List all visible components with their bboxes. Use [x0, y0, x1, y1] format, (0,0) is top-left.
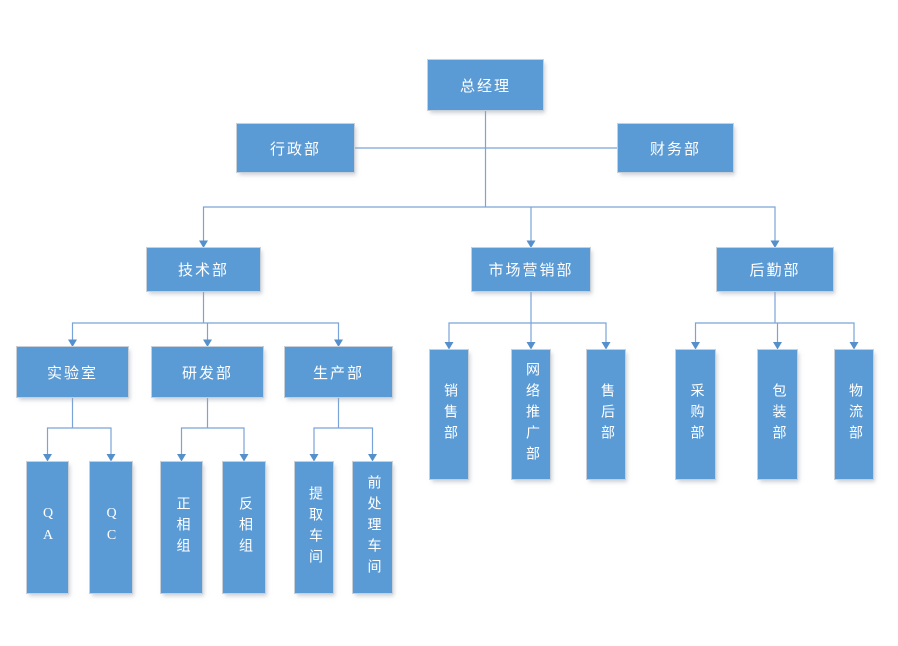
node-laboratory: 实验室: [17, 347, 128, 397]
node-rnd-dept: 研发部: [152, 347, 263, 397]
node-finance-dept: 财务部: [618, 124, 733, 172]
node-extraction-workshop-label: 提取车间: [307, 485, 322, 570]
connector-rnd-children: [180, 397, 245, 454]
node-after-sales-dept: 售后部: [587, 350, 625, 479]
node-after-sales-dept-label: 售后部: [599, 383, 614, 446]
node-marketing-dept: 市场营销部: [472, 248, 590, 291]
node-sales-dept-label: 销售部: [442, 383, 457, 446]
node-production-dept: 生产部: [285, 347, 392, 397]
node-extraction-workshop: 提取车间: [295, 462, 333, 593]
node-qc: QC: [90, 462, 132, 593]
node-pretreatment-workshop-label: 前处理车间: [365, 475, 381, 580]
node-online-promotion-dept: 网络推广部: [512, 350, 550, 479]
connector-arrowheads: [43, 240, 859, 462]
node-logistics-dept-label: 物流部: [847, 383, 862, 446]
connector-level3: [202, 206, 776, 241]
node-logistics-dept: 物流部: [835, 350, 873, 479]
connector-lab-children: [46, 397, 112, 454]
node-logistics-support-dept: 后勤部: [717, 248, 833, 291]
node-admin-dept: 行政部: [237, 124, 354, 172]
node-sales-dept: 销售部: [430, 350, 468, 479]
node-general-manager: 总经理: [428, 60, 543, 110]
node-qa-label: QA: [40, 505, 56, 550]
node-normal-phase-group: 正相组: [161, 462, 202, 593]
node-purchasing-dept-label: 采购部: [688, 383, 704, 446]
connector-production-children: [313, 397, 374, 454]
node-tech-dept: 技术部: [147, 248, 260, 291]
connector-logistics-children: [694, 291, 855, 343]
node-qc-label: QC: [104, 505, 119, 550]
node-online-promotion-dept-label: 网络推广部: [524, 362, 539, 467]
node-normal-phase-group-label: 正相组: [174, 496, 190, 559]
node-reverse-phase-group: 反相组: [223, 462, 265, 593]
node-packaging-dept-label: 包装部: [770, 383, 786, 446]
node-packaging-dept: 包装部: [758, 350, 797, 479]
connector-trunk-top: [354, 110, 618, 207]
node-purchasing-dept: 采购部: [676, 350, 715, 479]
connector-tech-children: [71, 291, 340, 340]
node-reverse-phase-group-label: 反相组: [237, 496, 252, 559]
node-qa: QA: [27, 462, 68, 593]
node-pretreatment-workshop: 前处理车间: [353, 462, 392, 593]
connector-marketing-children: [448, 291, 607, 343]
